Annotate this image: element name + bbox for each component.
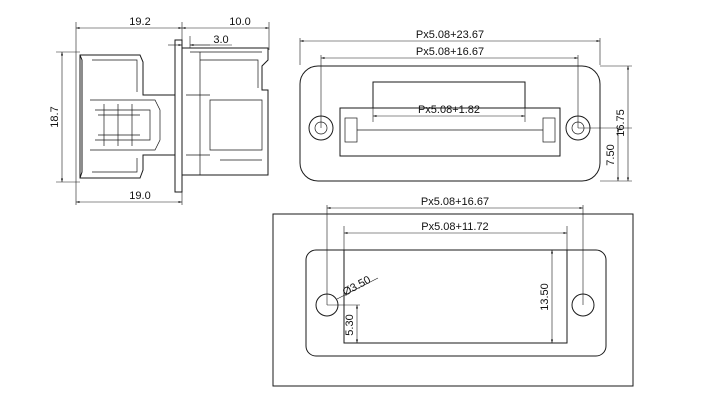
dim-front-total-height: 16.75 [615, 109, 627, 137]
dim-front-hole-pitch: Px5.08+16.67 [416, 46, 484, 58]
dim-side-top-right: 10.0 [229, 16, 250, 28]
dim-front-outer-width: Px5.08+23.67 [416, 29, 484, 41]
panel-cutout-view: Px5.08+16.67 Px5.08+11.72 Ø3.50 13.50 5.… [272, 196, 634, 387]
dim-side-flange: 3.0 [213, 34, 228, 46]
dim-cutout-height: 13.50 [539, 283, 551, 311]
dim-cutout-hole-pitch: Px5.08+16.67 [421, 196, 489, 208]
dim-side-top-left: 19.2 [129, 16, 150, 28]
dim-side-height: 18.7 [49, 106, 61, 127]
side-view: 19.2 10.0 3.0 18.7 19.0 [49, 16, 270, 205]
dim-cutout-lower-offset: 5.30 [344, 314, 356, 335]
dim-side-bottom: 19.0 [129, 190, 150, 202]
dim-cutout-hole-diameter: Ø3.50 [341, 274, 373, 299]
dim-cutout-width: Px5.08+11.72 [421, 221, 488, 233]
dim-front-inner-width: Px5.08+1.82 [418, 104, 480, 116]
dim-front-center-height: 7.50 [605, 144, 617, 165]
front-view: Px5.08+23.67 Px5.08+16.67 Px5.08+1.82 16… [299, 29, 632, 182]
